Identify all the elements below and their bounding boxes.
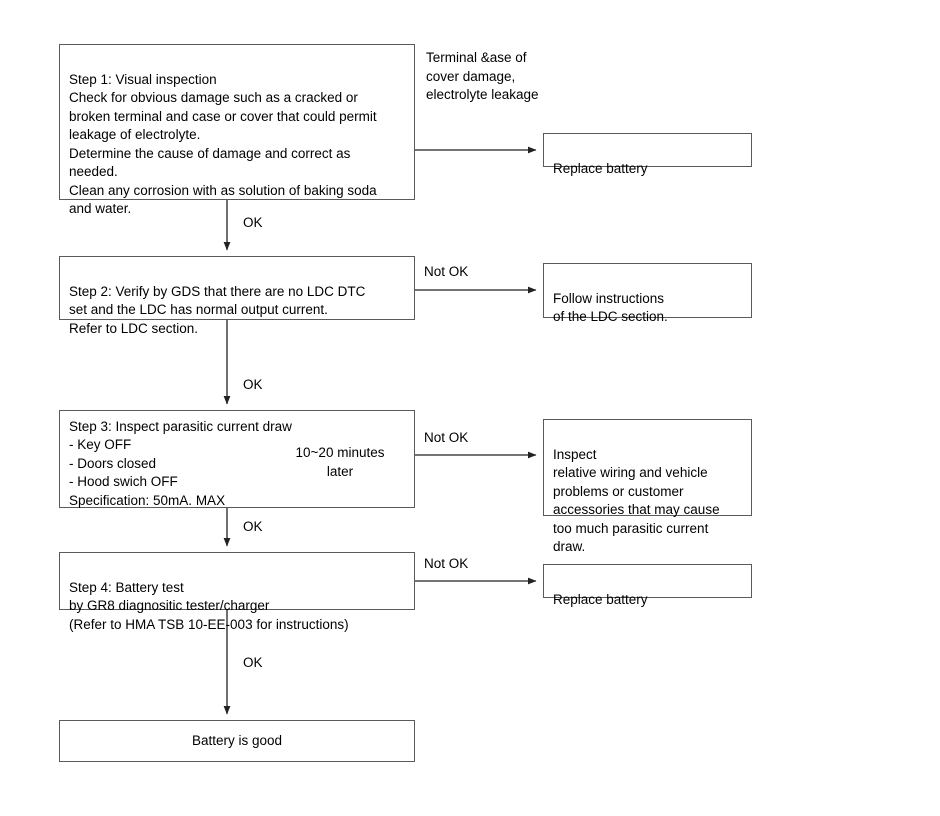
- node-replace-battery-2[interactable]: Replace battery: [543, 564, 752, 607]
- edge-label-ok-2: OK: [243, 377, 263, 392]
- node-follow-ldc-instructions-text: Follow instructions of the LDC section.: [553, 290, 668, 325]
- node-step3-bullets: - Key OFF - Doors closed - Hood swich OF…: [69, 437, 178, 489]
- node-step1-text: Step 1: Visual inspection Check for obvi…: [69, 71, 377, 217]
- edge-label-ok-1: OK: [243, 215, 263, 230]
- node-replace-battery-2-text: Replace battery: [553, 591, 648, 607]
- node-step3[interactable]: Step 3: Inspect parasitic current draw -…: [59, 410, 415, 508]
- node-replace-battery-1[interactable]: Replace battery: [543, 133, 752, 176]
- edge-label-not-ok-3: Not OK: [424, 430, 469, 445]
- node-step1[interactable]: Step 1: Visual inspection Check for obvi…: [59, 44, 415, 216]
- node-step4-text: Step 4: Battery test by GR8 diagnositic …: [69, 579, 349, 632]
- node-step3-heading: Step 3: Inspect parasitic current draw: [69, 419, 292, 434]
- node-step2-text: Step 2: Verify by GDS that there are no …: [69, 283, 366, 336]
- node-step4[interactable]: Step 4: Battery test by GR8 diagnositic …: [59, 552, 415, 632]
- node-step3-bracket-note: 10~20 minutes later: [295, 445, 385, 479]
- node-inspect-wiring[interactable]: Inspect relative wiring and vehicle prob…: [543, 419, 752, 554]
- node-step3-spec: Specification: 50mA. MAX: [69, 493, 226, 508]
- node-follow-ldc-instructions[interactable]: Follow instructions of the LDC section.: [543, 263, 752, 324]
- node-step2[interactable]: Step 2: Verify by GDS that there are no …: [59, 256, 415, 336]
- node-battery-is-good[interactable]: Battery is good: [59, 720, 415, 762]
- node-battery-is-good-text: Battery is good: [191, 732, 283, 748]
- edge-label-ok-4: OK: [243, 655, 263, 670]
- edge-label-not-ok-2: Not OK: [424, 264, 469, 279]
- annotation-step1-condition: Terminal &ase of cover damage, electroly…: [426, 50, 539, 102]
- edge-label-not-ok-4: Not OK: [424, 556, 469, 571]
- node-replace-battery-1-text: Replace battery: [553, 160, 648, 176]
- node-inspect-wiring-text: Inspect relative wiring and vehicle prob…: [553, 446, 720, 555]
- edge-label-ok-3: OK: [243, 519, 263, 534]
